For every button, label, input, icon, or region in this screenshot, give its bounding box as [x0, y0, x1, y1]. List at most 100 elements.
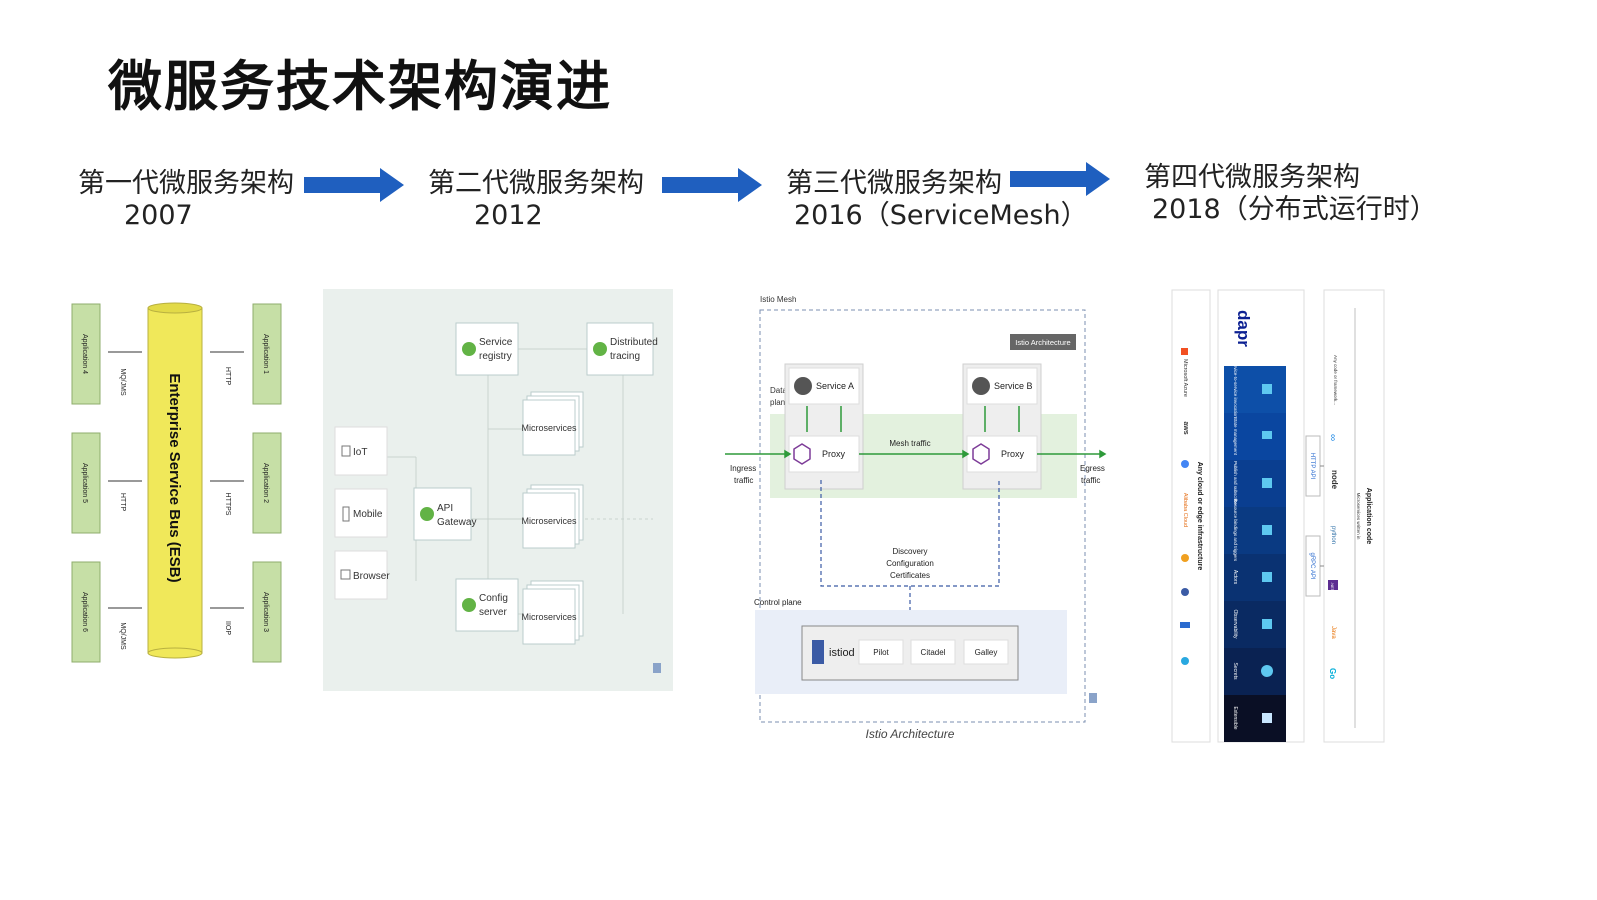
- page-title: 微服务技术架构演进: [108, 55, 612, 118]
- grpc-api-label: gRPC API: [1309, 552, 1315, 579]
- egress-label-2: traffic: [1081, 476, 1100, 485]
- generation-3-name: 第三代微服务架构: [786, 168, 1002, 199]
- discovery-label-3: Certificates: [890, 571, 930, 580]
- gcp-icon: [1181, 460, 1189, 468]
- copy-icon: [1089, 693, 1097, 703]
- block-icons: [1261, 384, 1273, 723]
- spring-leaf-icon: [462, 342, 476, 356]
- cloud-title: Any cloud or edge infrastructure: [1196, 462, 1203, 571]
- building-blocks: [1224, 366, 1286, 742]
- generation-2-year: 2012: [474, 200, 543, 231]
- registry-box: [455, 322, 519, 376]
- config-box: [455, 578, 519, 632]
- azure-icon: [1181, 348, 1188, 355]
- service-b-pod: [962, 363, 1042, 490]
- generation-1-name: 第一代微服务架构: [78, 168, 294, 199]
- app-code-title: Application code: [1365, 488, 1372, 545]
- lang-java: Java: [1330, 626, 1336, 639]
- dapr-diagram: Any cloud or edge infrastructure Microso…: [1170, 288, 1390, 758]
- proxy-a-label: Proxy: [822, 449, 846, 459]
- tracing-box: [586, 322, 654, 376]
- esb-app-boxes: [71, 303, 282, 663]
- citadel-label: Citadel: [921, 648, 946, 657]
- chip-icon: [794, 377, 812, 395]
- data-plane-label-2: plane: [770, 398, 790, 407]
- arrow-right-icon: [304, 168, 404, 202]
- client-browser: Browser: [353, 571, 390, 582]
- generation-2-heading: 第二代微服务架构 2012: [428, 168, 644, 232]
- istio-diagram: Istio Mesh Istio Architecture Data plane…: [725, 292, 1125, 760]
- copy-icon: [653, 663, 661, 673]
- pilot-label: Pilot: [873, 648, 889, 657]
- service-a-pod: [784, 363, 864, 490]
- egress-label-1: Egress: [1080, 464, 1105, 473]
- protocol-label: HTTP: [119, 493, 126, 512]
- spring-leaf-icon: [462, 598, 476, 612]
- traffic-arrows: [725, 406, 1107, 459]
- architecture-badge-text: Istio Architecture: [1015, 338, 1070, 347]
- lang-python: python: [1330, 526, 1336, 544]
- mesh-label: Istio Mesh: [760, 295, 796, 304]
- ingress-label-2: traffic: [734, 476, 753, 485]
- config-label-1: Config: [479, 593, 508, 604]
- block-secrets: Secrets: [1232, 663, 1238, 680]
- control-plane-label: Control plane: [754, 598, 802, 607]
- cloud-icon: [1181, 657, 1189, 665]
- generation-1-year: 2007: [124, 200, 193, 231]
- generation-4-heading: 第四代微服务架构 2018（分布式运行时）: [1144, 162, 1437, 226]
- chip-icon: [972, 377, 990, 395]
- esb-diagram: Enterprise Service Bus (ESB) Application…: [71, 302, 282, 663]
- browser-icon: [340, 569, 351, 580]
- gateway-label-1: API: [437, 503, 453, 514]
- protocol-label: HTTPS: [224, 493, 231, 516]
- spring-leaf-icon: [593, 342, 607, 356]
- service-a-label: Service A: [816, 381, 854, 391]
- generation-3-year: 2016（ServiceMesh）: [794, 200, 1088, 231]
- spring-leaf-icon: [420, 507, 434, 521]
- esb-bus: [147, 302, 203, 659]
- generation-2-name: 第二代微服务架构: [428, 168, 644, 199]
- protocol-label: IIOP: [224, 621, 231, 635]
- dapr-logo: dapr: [1234, 310, 1253, 347]
- galley-label: Galley: [975, 648, 998, 657]
- client-mobile: Mobile: [353, 509, 383, 520]
- infinity-icon: ∞: [1327, 434, 1338, 441]
- registry-label-1: Service: [479, 337, 513, 348]
- architecture-badge: [1010, 334, 1076, 350]
- block-actors: Actors: [1232, 570, 1238, 585]
- iot-icon: [341, 445, 351, 457]
- proxy-b-label: Proxy: [1001, 449, 1025, 459]
- cloud-icon: [1181, 554, 1189, 562]
- protocol-label: MQ/JMS: [119, 368, 126, 396]
- app-4-label: Application 4: [81, 334, 88, 374]
- microservices-label: Microservices: [521, 423, 577, 433]
- service-b-label: Service B: [994, 381, 1033, 391]
- lang-node: node: [1330, 470, 1339, 490]
- istiod-label: istiod: [829, 647, 855, 659]
- cloud-azure: Microsoft Azure: [1182, 359, 1188, 397]
- app-code-note: Any code or framework...: [1333, 355, 1338, 405]
- cloud-column: [1171, 289, 1211, 743]
- registry-label-2: registry: [479, 351, 512, 362]
- proxy-hexagon-icon: [793, 443, 811, 465]
- app-3-label: Application 3: [262, 592, 269, 632]
- block-state: State management: [1233, 417, 1238, 456]
- block-invocation: Service-to-service invocation: [1233, 360, 1238, 418]
- arrow-right-icon: [662, 168, 762, 202]
- client-boxes: [334, 426, 388, 600]
- block-bindings: Resource bindings and triggers: [1233, 499, 1238, 562]
- config-label-2: server: [479, 607, 507, 618]
- lang-dotnet: .NET: [1330, 582, 1335, 592]
- istio-caption: Istio Architecture: [866, 727, 955, 741]
- block-extensible: Extensible: [1232, 706, 1238, 729]
- microservices-label: Microservices: [521, 612, 577, 622]
- cloud-icon: [1181, 588, 1189, 596]
- gen2-diagram: IoT Mobile Browser API Gateway Service r…: [323, 289, 673, 691]
- esb-connectors: [108, 351, 244, 609]
- microservices-stack: [522, 391, 584, 645]
- discovery-label-1: Discovery: [892, 547, 927, 556]
- app-2-label: Application 2: [262, 463, 269, 503]
- data-plane-label-1: Data: [770, 386, 787, 395]
- cloud-alibaba: Alibaba Cloud: [1182, 493, 1188, 527]
- client-iot: IoT: [353, 447, 367, 458]
